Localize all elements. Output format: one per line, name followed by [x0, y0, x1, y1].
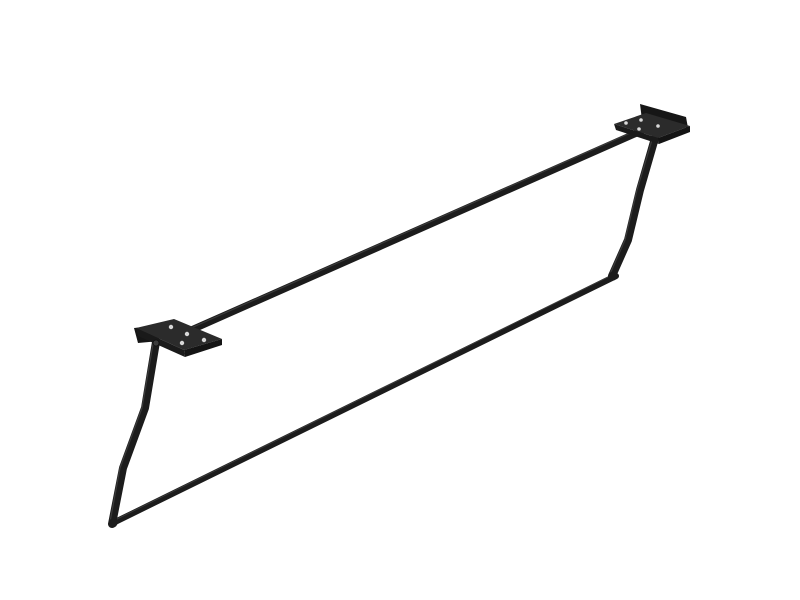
- left-mounting-plate: [134, 319, 222, 357]
- screw-hole: [624, 121, 628, 125]
- screw-hole: [656, 124, 660, 128]
- joint-bottom-left: [108, 518, 118, 528]
- screw-hole: [184, 331, 190, 337]
- left-leg: [108, 338, 160, 528]
- bottom-bar: [112, 273, 619, 525]
- screw-hole: [201, 337, 207, 343]
- screw-hole: [179, 340, 185, 346]
- screw-hole: [637, 127, 641, 131]
- rivet: [152, 339, 160, 347]
- joint-bottom-right: [608, 271, 618, 281]
- screw-hole: [639, 118, 643, 122]
- top-bar: [176, 124, 652, 339]
- right-leg: [608, 134, 659, 280]
- right-mounting-plate: [614, 104, 690, 144]
- screw-hole: [168, 324, 174, 330]
